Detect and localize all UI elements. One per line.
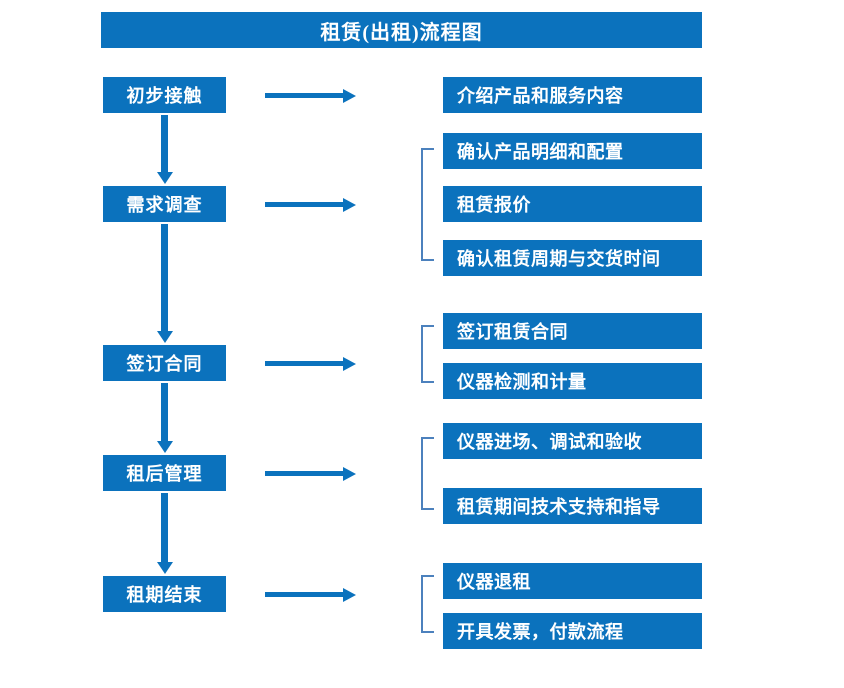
- detail-box-3-2[interactable]: 仪器检测和计量: [443, 363, 702, 399]
- horizontal-arrow-1: [265, 93, 343, 98]
- detail-box-2-2[interactable]: 租赁报价: [443, 186, 702, 222]
- stage-box-2[interactable]: 需求调查: [103, 186, 226, 222]
- detail-box-3-1[interactable]: 签订租赁合同: [443, 313, 702, 349]
- stage-box-5[interactable]: 租期结束: [103, 576, 226, 612]
- horizontal-arrow-2: [265, 202, 343, 207]
- detail-box-5-1[interactable]: 仪器退租: [443, 563, 702, 599]
- detail-box-1-1[interactable]: 介绍产品和服务内容: [443, 77, 702, 113]
- group-bracket-2: [421, 148, 434, 261]
- detail-box-2-1[interactable]: 确认产品明细和配置: [443, 133, 702, 169]
- detail-box-5-2[interactable]: 开具发票，付款流程: [443, 613, 702, 649]
- stage-box-1[interactable]: 初步接触: [103, 77, 226, 113]
- group-bracket-3: [421, 325, 434, 383]
- detail-box-4-1[interactable]: 仪器进场、调试和验收: [443, 423, 702, 459]
- vertical-arrow-3: [161, 383, 168, 442]
- vertical-arrow-2: [161, 224, 168, 332]
- group-bracket-4: [421, 437, 434, 510]
- detail-box-4-2[interactable]: 租赁期间技术支持和指导: [443, 488, 702, 524]
- vertical-arrow-4: [161, 493, 168, 563]
- stage-box-3[interactable]: 签订合同: [103, 345, 226, 381]
- horizontal-arrow-4: [265, 471, 343, 476]
- horizontal-arrow-5: [265, 592, 343, 597]
- horizontal-arrow-3: [265, 361, 343, 366]
- detail-box-2-3[interactable]: 确认租赁周期与交货时间: [443, 240, 702, 276]
- page-title: 租赁(出租)流程图: [101, 12, 702, 48]
- stage-box-4[interactable]: 租后管理: [103, 455, 226, 491]
- vertical-arrow-1: [161, 115, 168, 173]
- group-bracket-5: [421, 575, 434, 633]
